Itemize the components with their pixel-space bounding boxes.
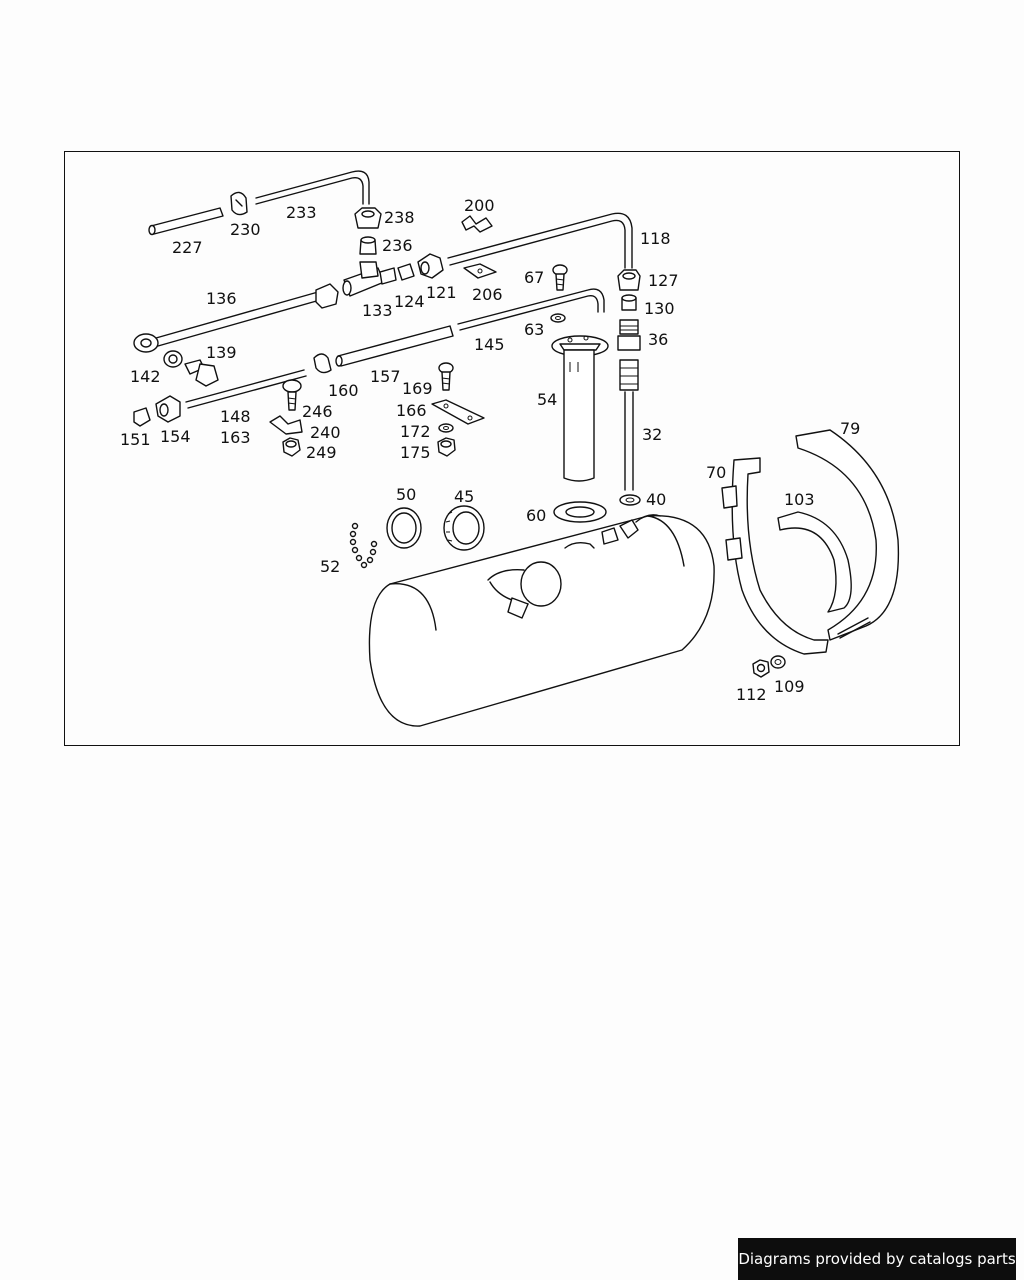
callout-236: 236 — [382, 236, 413, 255]
callout-163: 163 — [220, 428, 251, 447]
part-60-gasket — [553, 501, 607, 523]
callout-52: 52 — [320, 557, 340, 576]
callout-238: 238 — [384, 208, 415, 227]
part-130-ring — [621, 294, 637, 311]
callout-157: 157 — [370, 367, 401, 386]
callout-127: 127 — [648, 271, 679, 290]
part-142-ring — [163, 350, 183, 368]
callout-200: 200 — [464, 196, 495, 215]
part-109-washer — [770, 655, 786, 669]
callout-121: 121 — [426, 283, 457, 302]
callout-118: 118 — [640, 229, 671, 248]
part-200-clip — [461, 215, 493, 233]
part-54-sender-unit — [551, 335, 609, 482]
part-70-bracket — [721, 457, 871, 655]
callout-40: 40 — [646, 490, 666, 509]
part-45-cap — [443, 505, 485, 551]
callout-79: 79 — [840, 419, 860, 438]
callout-166: 166 — [396, 401, 427, 420]
callout-139: 139 — [206, 343, 237, 362]
part-154-nut — [155, 395, 181, 423]
part-124-ring — [397, 263, 415, 281]
part-172-washer — [438, 423, 454, 433]
callout-67: 67 — [524, 268, 544, 287]
callout-230: 230 — [230, 220, 261, 239]
callout-32: 32 — [642, 425, 662, 444]
callout-227: 227 — [172, 238, 203, 257]
callout-151: 151 — [120, 430, 151, 449]
part-175-nut — [437, 437, 456, 457]
callout-246: 246 — [302, 402, 333, 421]
callout-172: 172 — [400, 422, 431, 441]
callout-112: 112 — [736, 685, 767, 704]
part-236-ring — [359, 236, 377, 255]
part-50-seal — [386, 507, 422, 549]
diagram-frame — [64, 151, 960, 746]
part-233-pipe — [255, 170, 370, 205]
part-157-hose — [335, 325, 454, 367]
part-230-clamp — [230, 191, 248, 216]
callout-142: 142 — [130, 367, 161, 386]
part-249-nut — [282, 437, 301, 457]
part-240-clip — [269, 415, 303, 435]
part-121-nut — [417, 253, 444, 279]
part-79-strap — [795, 429, 900, 641]
part-112-nut — [752, 659, 770, 678]
callout-103: 103 — [784, 490, 815, 509]
part-52-chain — [349, 522, 378, 569]
part-32-tube — [619, 359, 639, 491]
part-103-strap-liner — [777, 511, 852, 613]
part-145-pipe — [457, 288, 605, 331]
callout-70: 70 — [706, 463, 726, 482]
credit-banner: Diagrams provided by catalogs parts — [738, 1238, 1016, 1280]
callout-249: 249 — [306, 443, 337, 462]
callout-50: 50 — [396, 485, 416, 504]
part-169-bolt — [438, 362, 454, 391]
part-63-washer — [550, 313, 566, 323]
callout-124: 124 — [394, 292, 425, 311]
callout-233: 233 — [286, 203, 317, 222]
callout-133: 133 — [362, 301, 393, 320]
callout-160: 160 — [328, 381, 359, 400]
part-133-tee-fitting — [342, 261, 397, 297]
part-246-bolt — [282, 379, 302, 411]
fuel-tank — [368, 514, 715, 727]
callout-36: 36 — [648, 330, 668, 349]
part-238-nut — [354, 207, 382, 229]
part-206-plate — [463, 263, 497, 279]
callout-136: 136 — [206, 289, 237, 308]
part-136-pipe — [133, 283, 339, 353]
callout-175: 175 — [400, 443, 431, 462]
part-36-fitting — [617, 319, 641, 351]
part-139-bolt — [184, 359, 219, 387]
part-67-screw — [552, 264, 568, 291]
part-118-pipe — [447, 212, 633, 269]
callout-145: 145 — [474, 335, 505, 354]
callout-169: 169 — [402, 379, 433, 398]
callout-154: 154 — [160, 427, 191, 446]
callout-63: 63 — [524, 320, 544, 339]
part-151-fitting — [133, 407, 151, 427]
callout-130: 130 — [644, 299, 675, 318]
callout-206: 206 — [472, 285, 503, 304]
part-40-washer — [619, 494, 641, 506]
part-227-hose — [148, 207, 224, 236]
callout-45: 45 — [454, 487, 474, 506]
part-127-nut — [617, 269, 641, 291]
part-160-clamp — [313, 353, 332, 374]
part-166-plate — [431, 399, 485, 425]
callout-240: 240 — [310, 423, 341, 442]
callout-54: 54 — [537, 390, 557, 409]
callout-109: 109 — [774, 677, 805, 696]
callout-60: 60 — [526, 506, 546, 525]
callout-148: 148 — [220, 407, 251, 426]
